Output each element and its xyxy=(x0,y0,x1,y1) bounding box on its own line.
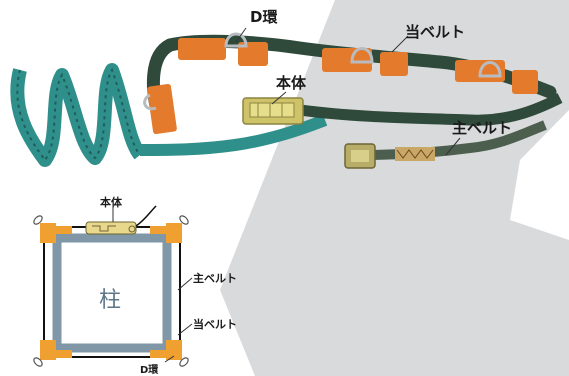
photo-label-d-ring: D環 xyxy=(250,8,278,26)
diagram-label-main-belt: 主ベルト xyxy=(193,272,237,285)
background-white-slant xyxy=(510,110,569,240)
photo-leader-lines xyxy=(235,27,461,156)
photo-label-main-belt: 主ベルト xyxy=(452,119,513,137)
orange-pads xyxy=(147,38,538,135)
photo-label-pad-belt: 当ベルト xyxy=(405,23,466,41)
photo-label-body: 本体 xyxy=(276,74,307,92)
background-panel xyxy=(220,0,569,376)
diagram-label-pad-belt: 当ベルト xyxy=(193,318,237,331)
teal-strap-coil xyxy=(10,63,328,167)
wrap-diagram xyxy=(33,205,193,367)
pillar-label: 柱 xyxy=(99,288,122,313)
belt-stitch-patch xyxy=(395,147,435,161)
d-ring-icons xyxy=(143,32,502,111)
belt-buckle-icon xyxy=(344,143,376,169)
diagram-label-body: 本体 xyxy=(100,196,122,209)
main-belt-strap xyxy=(299,93,563,161)
diagram-label-d-ring: D環 xyxy=(140,365,159,376)
pillar-square xyxy=(52,233,172,353)
ratchet-body-icon xyxy=(242,97,304,125)
